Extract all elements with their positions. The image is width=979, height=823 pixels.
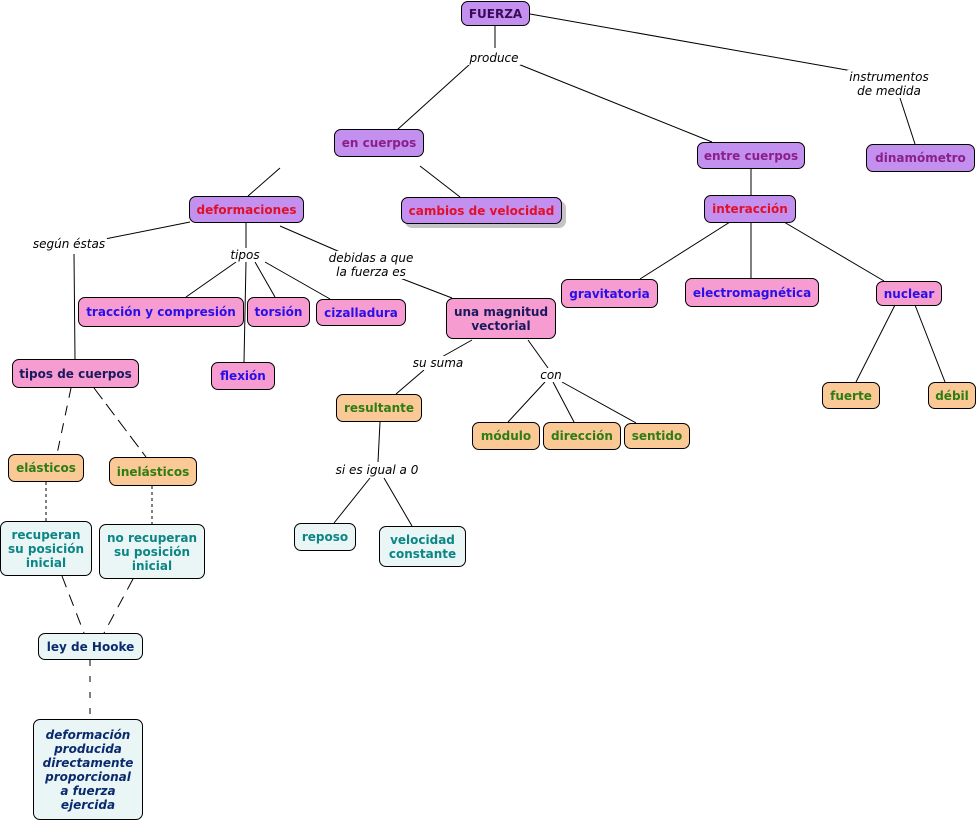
node-resultante[interactable]: resultante bbox=[336, 394, 422, 422]
node-deformacion-producida[interactable]: deformación producida directamente propo… bbox=[33, 719, 143, 820]
node-inelasticos[interactable]: inelásticos bbox=[109, 457, 197, 486]
link-produce-entre-cuerpos bbox=[517, 63, 713, 143]
node-recuperan[interactable]: recuperan su posición inicial bbox=[0, 521, 92, 576]
link-debidas-magnitud bbox=[399, 277, 453, 299]
label-debidas: debidas a que la fuerza es bbox=[326, 251, 416, 279]
label-su-suma: su suma bbox=[410, 356, 466, 370]
node-no-recuperan[interactable]: no recuperan su posición inicial bbox=[99, 524, 205, 579]
node-elasticos[interactable]: elásticos bbox=[8, 454, 84, 482]
link-su-suma-resultante bbox=[395, 369, 425, 395]
node-dinamometro[interactable]: dinamómetro bbox=[866, 144, 975, 172]
node-magnitud-vectorial[interactable]: una magnitud vectorial bbox=[446, 298, 556, 339]
link-con-direccion bbox=[552, 381, 575, 423]
node-flexion[interactable]: flexión bbox=[211, 362, 275, 390]
link-magnitud-su-suma bbox=[439, 339, 473, 359]
link-tipos-traccion bbox=[185, 261, 237, 298]
link-resultante-si-es bbox=[377, 421, 381, 463]
link-deformaciones-debidas bbox=[279, 225, 341, 253]
link-interaccion-gravitatoria bbox=[639, 221, 731, 280]
node-fuerza[interactable]: FUERZA bbox=[461, 1, 530, 26]
label-tipos: tipos bbox=[228, 248, 262, 262]
link-tipos-cizalladura bbox=[264, 261, 331, 300]
node-velocidad-constante[interactable]: velocidad constante bbox=[379, 526, 466, 567]
node-reposo[interactable]: reposo bbox=[294, 523, 356, 551]
link-en-cuerpos-cambios bbox=[419, 165, 461, 198]
link-instrumentos-dinamometro bbox=[899, 97, 916, 145]
link-si-es-reposo bbox=[333, 477, 371, 524]
link-no-recuperan-hooke bbox=[103, 578, 134, 634]
label-instrumentos: instrumentos de medida bbox=[847, 70, 931, 98]
node-deformaciones[interactable]: deformaciones bbox=[189, 196, 304, 223]
node-sentido[interactable]: sentido bbox=[624, 423, 690, 449]
link-deformaciones-segun bbox=[99, 221, 191, 241]
link-nuclear-fuerte bbox=[855, 304, 896, 383]
node-debil[interactable]: débil bbox=[928, 382, 976, 409]
link-produce-en-cuerpos bbox=[396, 63, 471, 131]
node-modulo[interactable]: módulo bbox=[472, 422, 540, 450]
link-en-cuerpos-deformaciones bbox=[247, 167, 281, 197]
node-cizalladura[interactable]: cizalladura bbox=[316, 299, 406, 326]
label-segun-estas: según éstas bbox=[30, 237, 108, 251]
label-con: con bbox=[538, 368, 564, 382]
label-produce: produce bbox=[467, 51, 521, 65]
link-magnitud-con bbox=[527, 339, 549, 369]
link-interaccion-nuclear bbox=[783, 221, 885, 282]
link-con-modulo bbox=[507, 381, 546, 423]
node-en-cuerpos[interactable]: en cuerpos bbox=[334, 129, 424, 157]
link-fuerza-instrumentos bbox=[529, 13, 859, 73]
node-nuclear[interactable]: nuclear bbox=[876, 281, 942, 306]
link-nuclear-debil bbox=[914, 304, 946, 383]
node-direccion[interactable]: dirección bbox=[543, 422, 621, 450]
node-entre-cuerpos[interactable]: entre cuerpos bbox=[697, 142, 805, 169]
link-tipos-torsion bbox=[254, 261, 276, 298]
link-si-es-velocidad bbox=[383, 477, 413, 527]
link-tipos-inelasticos bbox=[93, 387, 147, 458]
link-tipos-flexion bbox=[243, 261, 247, 363]
node-ley-hooke[interactable]: ley de Hooke bbox=[38, 633, 143, 660]
node-cambios-velocidad[interactable]: cambios de velocidad bbox=[401, 197, 562, 224]
label-si-es-igual: si es igual a 0 bbox=[333, 463, 421, 477]
link-segun-tipos-cuerpos bbox=[73, 253, 76, 360]
link-con-sentido bbox=[561, 381, 637, 424]
node-torsion[interactable]: torsión bbox=[247, 297, 310, 327]
node-tipos-cuerpos[interactable]: tipos de cuerpos bbox=[12, 359, 139, 388]
node-gravitatoria[interactable]: gravitatoria bbox=[561, 279, 658, 308]
link-tipos-elasticos bbox=[56, 387, 72, 455]
node-interaccion[interactable]: interacción bbox=[704, 195, 796, 223]
node-fuerte[interactable]: fuerte bbox=[822, 382, 880, 409]
node-electromagnetica[interactable]: electromagnética bbox=[685, 278, 819, 307]
link-recuperan-hooke bbox=[61, 575, 85, 634]
node-traccion-compresion[interactable]: tracción y compresión bbox=[78, 297, 244, 327]
